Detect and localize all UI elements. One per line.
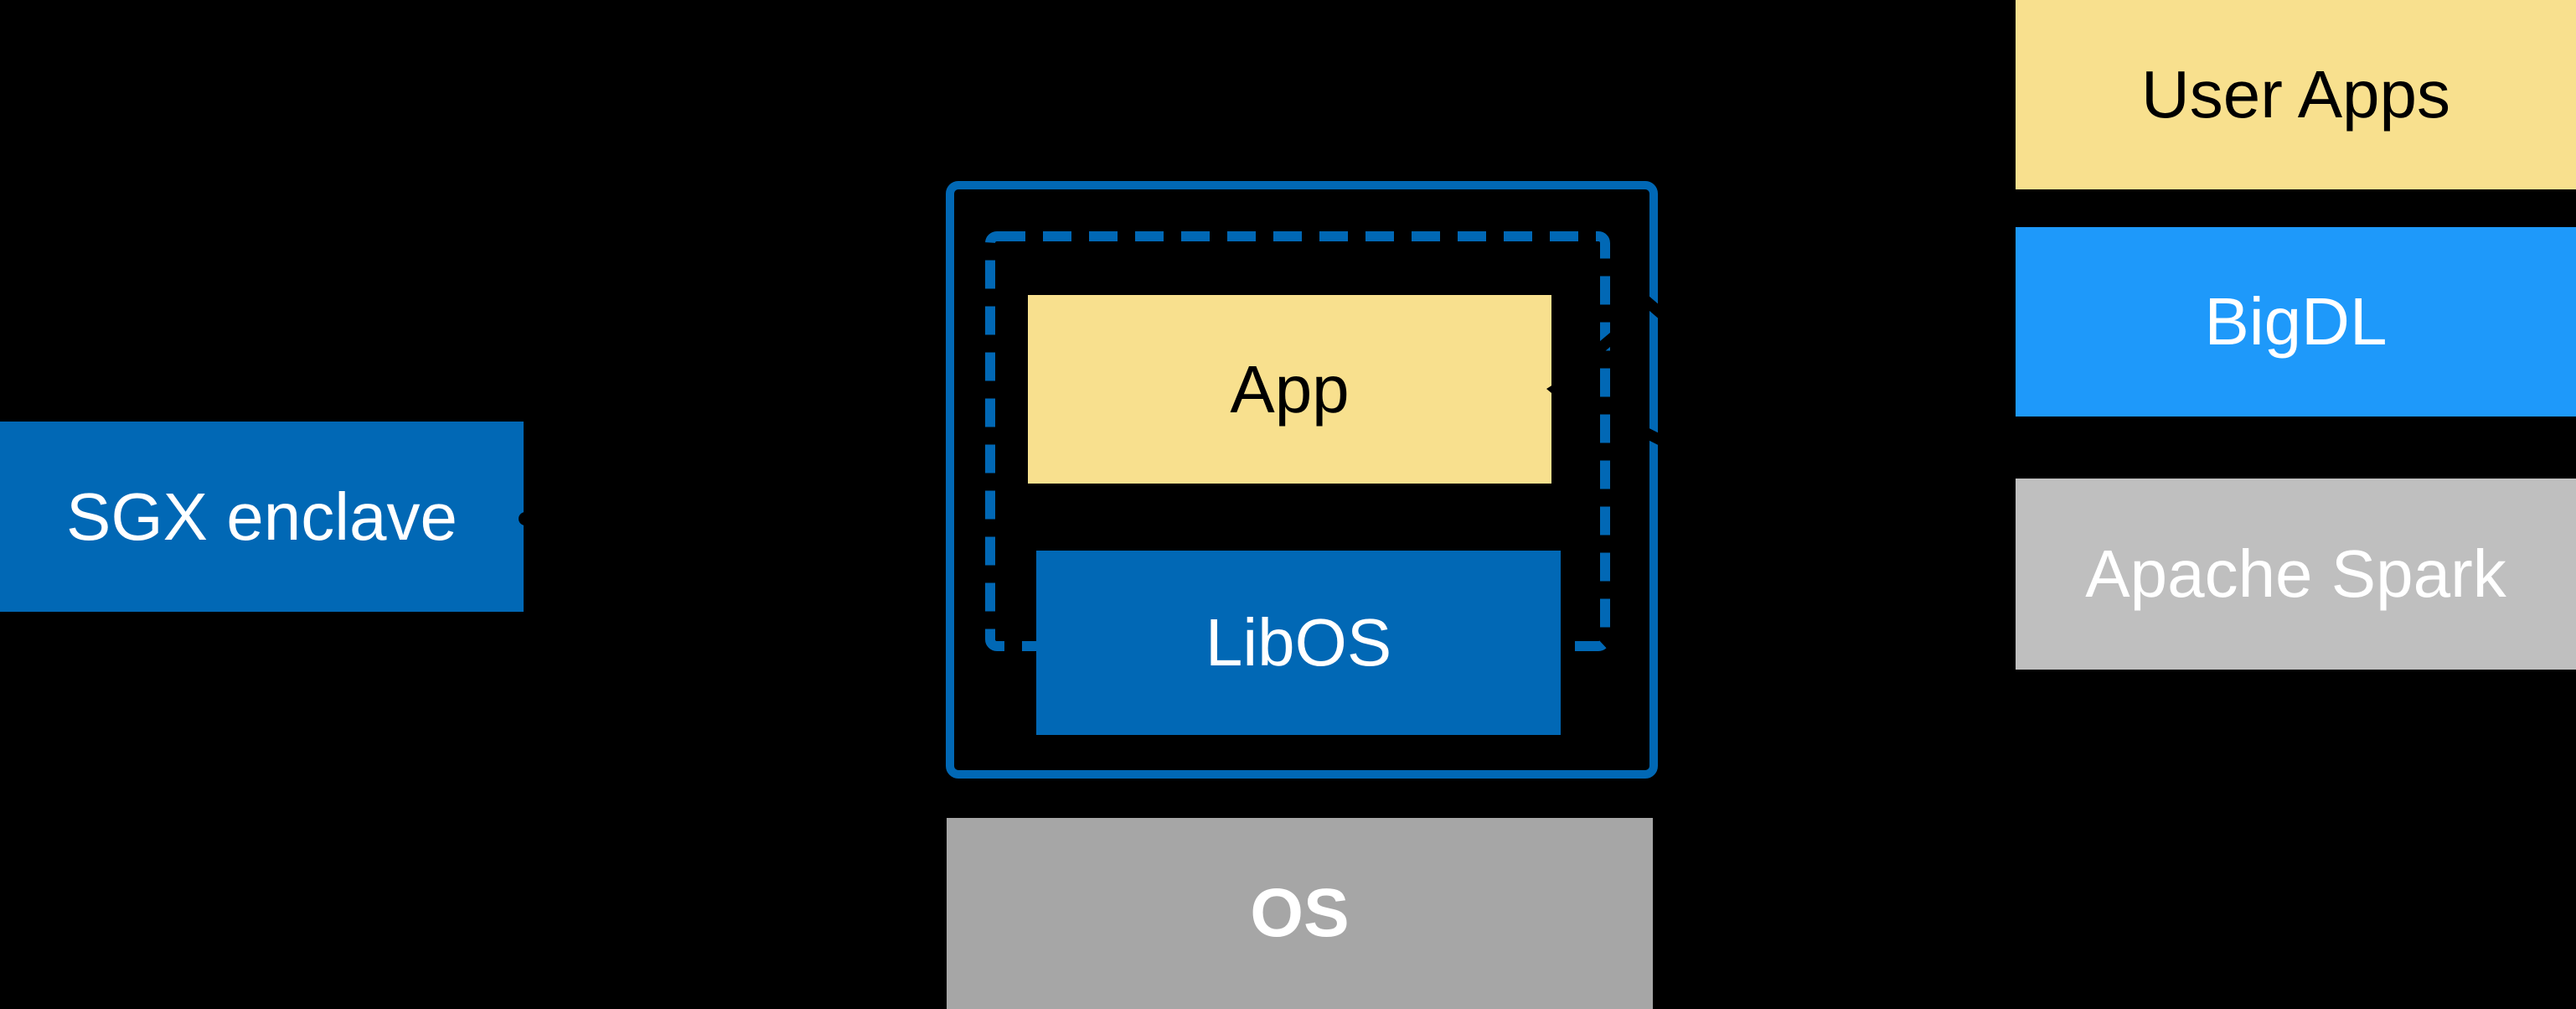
user-apps-box: User Apps xyxy=(2016,0,2576,189)
libos-label: LibOS xyxy=(1205,605,1392,680)
apache-spark-box: Apache Spark xyxy=(2016,479,2576,670)
bigdl-label: BigDL xyxy=(2204,284,2388,359)
app-label: App xyxy=(1230,351,1350,427)
libos-box: LibOS xyxy=(1036,551,1561,735)
os-box: OS xyxy=(947,818,1653,1009)
app-box: App xyxy=(1028,295,1551,484)
arrow-cut-dashed xyxy=(1582,324,1628,364)
sgx-enclave-label: SGX enclave xyxy=(66,479,457,554)
sgx-enclave-label-box: SGX enclave xyxy=(0,422,524,612)
apache-spark-label: Apache Spark xyxy=(2085,536,2506,611)
user-apps-label: User Apps xyxy=(2140,57,2451,132)
arrow-cut-solid-upper xyxy=(1629,286,1680,330)
os-label: OS xyxy=(1250,875,1350,951)
arrow-cut-solid-lower xyxy=(1629,421,1680,453)
bigdl-box: BigDL xyxy=(2016,227,2576,417)
